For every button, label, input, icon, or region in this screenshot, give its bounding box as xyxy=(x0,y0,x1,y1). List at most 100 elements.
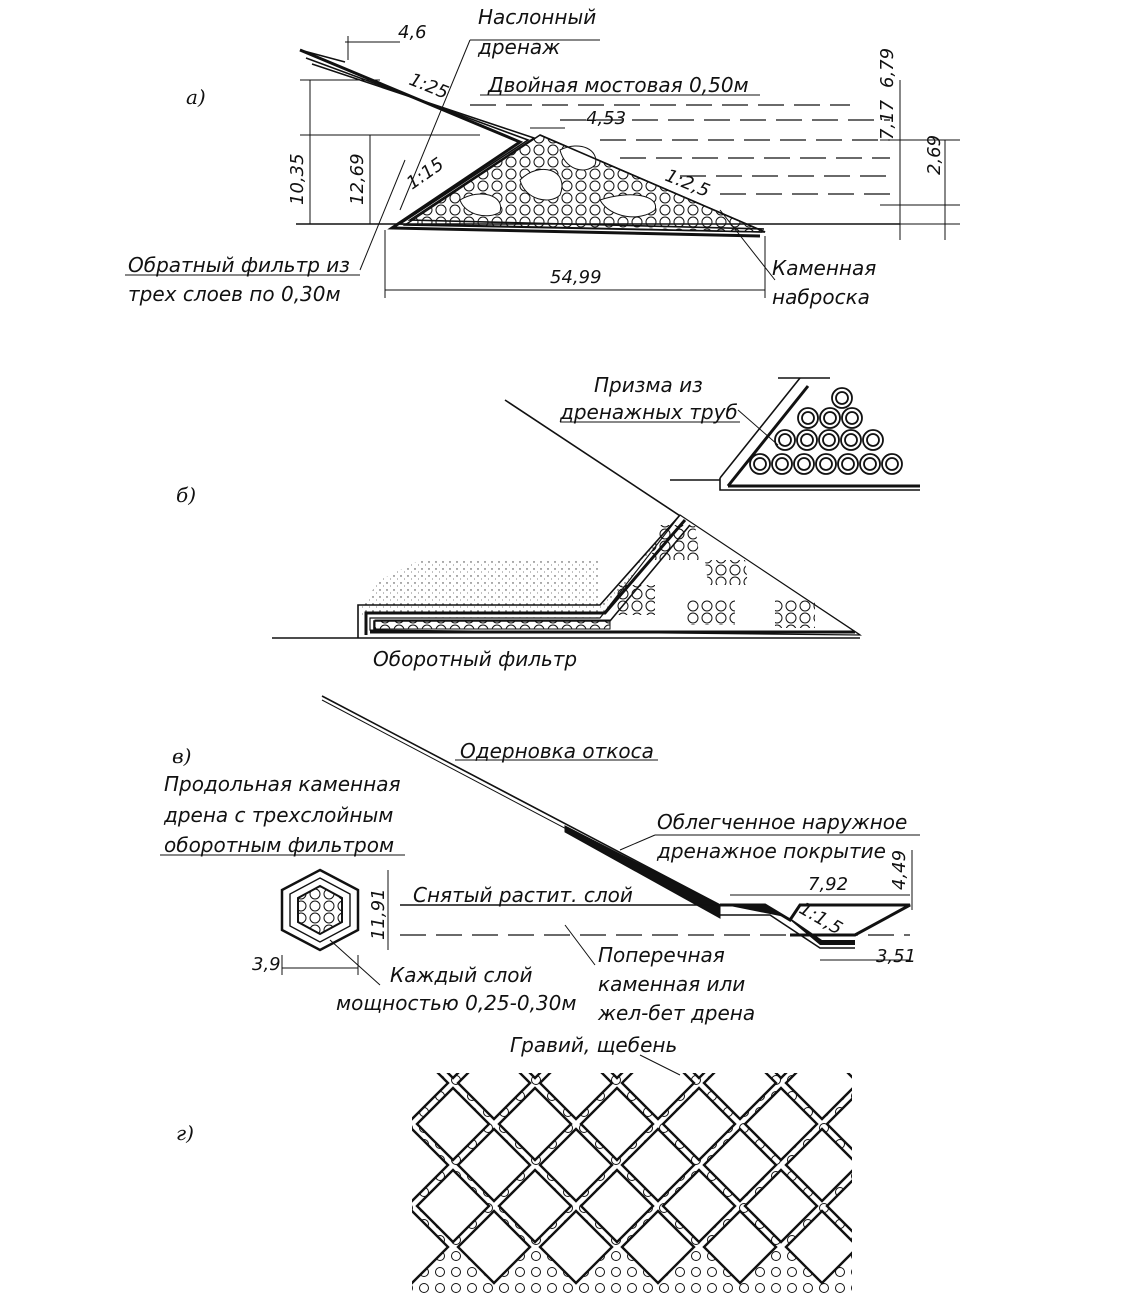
rock-void xyxy=(519,168,563,201)
stone xyxy=(415,1168,491,1244)
pipe xyxy=(775,457,789,471)
stone xyxy=(868,1211,940,1283)
pipe xyxy=(863,457,877,471)
label-drain: дренаж xyxy=(477,35,560,59)
stone-grid xyxy=(294,1006,981,1285)
filter-layer xyxy=(311,63,765,230)
stone xyxy=(294,1047,366,1119)
stone xyxy=(825,1179,852,1233)
dim-r3: 2,69 xyxy=(924,135,945,175)
panel-g-letter: г) xyxy=(176,1121,194,1145)
stone xyxy=(456,1073,532,1121)
pipe xyxy=(753,457,767,471)
stone xyxy=(456,1209,532,1285)
rock-zone xyxy=(369,514,863,636)
drain-pipes xyxy=(749,387,903,475)
stone xyxy=(335,1006,407,1078)
rock-void xyxy=(459,193,502,217)
stone xyxy=(620,1127,696,1203)
stone xyxy=(784,1209,852,1285)
leader-line xyxy=(564,924,596,966)
panel-v-letter: в) xyxy=(172,744,191,768)
label-turf: Одерновка откоса xyxy=(460,739,654,763)
drainage-cover xyxy=(564,825,721,919)
stone xyxy=(335,1170,407,1242)
filter-layer xyxy=(357,514,681,638)
stone xyxy=(692,1073,706,1080)
stone xyxy=(909,1170,981,1242)
slope-turf xyxy=(321,695,721,906)
long-drain xyxy=(289,877,351,943)
label-prism: дренажных труб xyxy=(559,400,738,424)
rock-cluster xyxy=(775,600,815,628)
stone xyxy=(661,1086,737,1162)
dim-r1: 7,17 xyxy=(877,99,898,140)
stone xyxy=(825,1097,852,1151)
dim-berm: 4,53 xyxy=(586,108,626,129)
leader-line xyxy=(359,159,406,271)
label-cross-drain: каменная или xyxy=(598,972,745,996)
stone xyxy=(335,1088,407,1160)
filter-core xyxy=(374,619,611,630)
label-cross-drain: жел-бет дрена xyxy=(597,1001,755,1025)
panel-b-letter: б) xyxy=(176,483,196,507)
pipe xyxy=(885,457,899,471)
dim-top: 4,6 xyxy=(398,22,427,43)
label-cover: дренажное покрытие xyxy=(656,839,886,863)
label-long-drain: Продольная каменная xyxy=(164,772,401,796)
stone xyxy=(579,1168,655,1244)
dim-slope-inner: 1:15 xyxy=(403,154,448,194)
pipe xyxy=(823,411,837,425)
stone xyxy=(868,1047,940,1119)
pipe xyxy=(778,433,792,447)
filter-layer xyxy=(364,519,687,635)
rock-cluster xyxy=(705,560,748,585)
leader-line xyxy=(719,209,776,281)
label-filter: Обратный фильтр из xyxy=(128,253,350,277)
stone xyxy=(497,1168,573,1244)
label-rock: Каменная xyxy=(772,256,876,280)
label-topsoil: Снятый растит. слой xyxy=(413,883,633,907)
label-layer: Каждый слой xyxy=(390,963,532,987)
stone xyxy=(743,1168,819,1244)
label-gravel: Гравий, щебень xyxy=(510,1033,677,1057)
upper-slope xyxy=(299,49,346,63)
pipe xyxy=(835,391,849,405)
stone xyxy=(538,1209,614,1285)
stone xyxy=(538,1073,614,1121)
leader-line xyxy=(737,409,779,446)
panel-b: б) Призма из дренажных труб Обо xyxy=(176,373,920,671)
rock-void xyxy=(599,194,656,218)
pipe xyxy=(866,433,880,447)
leader-line xyxy=(639,1054,681,1076)
rock-cluster xyxy=(685,600,735,625)
stone xyxy=(610,1073,624,1080)
stone xyxy=(412,1209,450,1285)
long-drain-core xyxy=(297,884,343,936)
pipe xyxy=(819,457,833,471)
stone xyxy=(415,1086,491,1162)
stone xyxy=(497,1086,573,1162)
stone xyxy=(784,1073,852,1121)
leader-line xyxy=(619,834,656,851)
stone xyxy=(909,1006,981,1078)
label-paving: Двойная мостовая 0,50м xyxy=(487,73,749,97)
label-long-drain: оборотным фильтром xyxy=(164,833,394,857)
toe-drain-fill xyxy=(725,905,855,945)
label-cross-drain: Поперечная xyxy=(598,943,725,967)
stone xyxy=(528,1073,542,1080)
dim-base: 54,99 xyxy=(550,267,602,288)
label-drain: Наслонный xyxy=(478,5,596,29)
label-long-drain: дрена с трехслойным xyxy=(163,803,393,827)
toe-drain xyxy=(720,914,855,949)
label-filter: трех слоев по 0,30м xyxy=(128,282,341,306)
leader-line xyxy=(399,39,471,211)
stone xyxy=(784,1127,852,1203)
stone xyxy=(446,1073,460,1080)
rock-cluster xyxy=(615,585,655,615)
stone xyxy=(294,1129,366,1201)
dim-792: 7,92 xyxy=(808,874,848,895)
stone xyxy=(412,1073,450,1121)
stone xyxy=(702,1073,778,1121)
